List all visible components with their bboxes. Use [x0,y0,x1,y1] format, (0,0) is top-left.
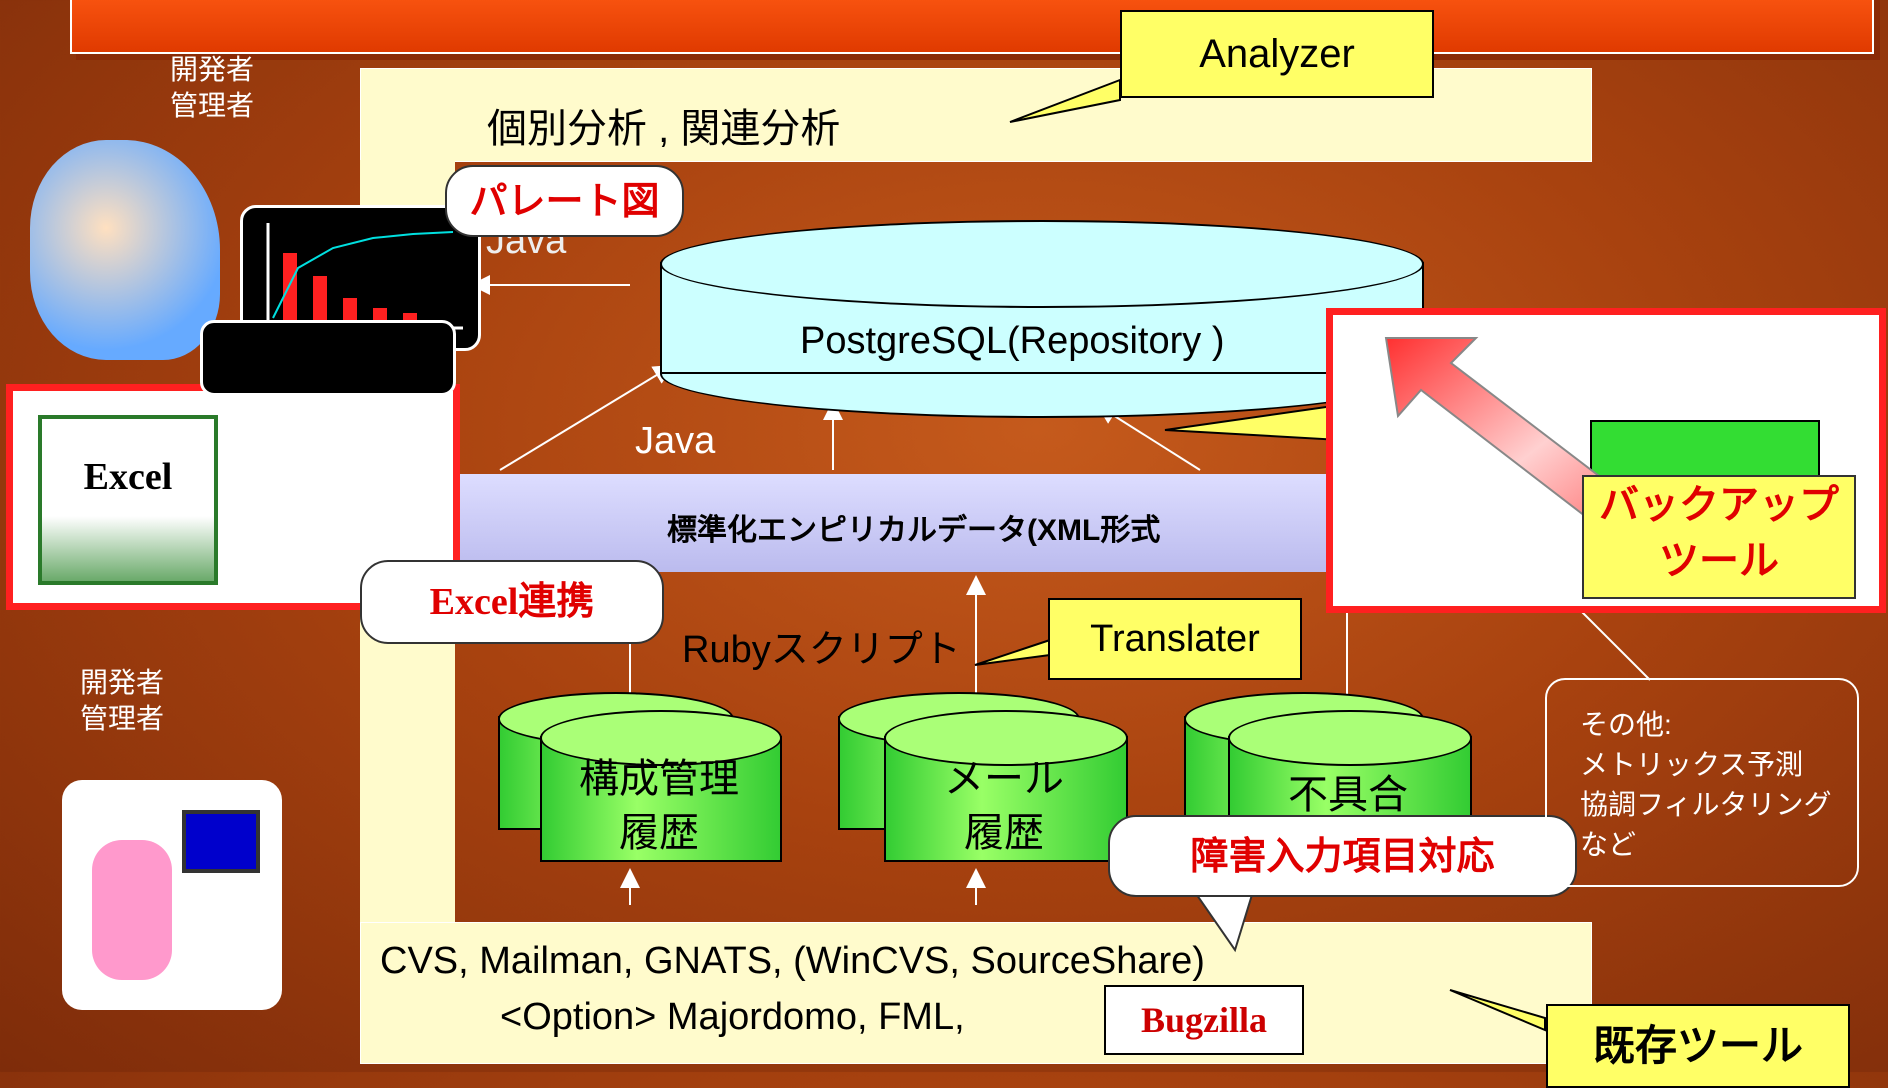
backup-tool-label: バックアップ ツール [1582,475,1856,599]
translater-callout: Translater [1048,598,1302,680]
excel-doc-icon [38,415,218,585]
existing-tools-panel [360,922,1592,1064]
xml-band-label: 標準化エンピリカルデータ(XML形式 [667,514,1161,547]
monitor-icon [182,810,260,873]
db1-label: 構成管理 履歴 [540,752,778,860]
developer-illustration [62,780,282,1010]
dev-top-line2: 管理者 [170,90,255,121]
repository-label: PostgreSQL(Repository ) [800,320,1225,362]
db2-label-line1: メール [944,757,1064,801]
existing-tools-callout: 既存ツール [1546,1004,1850,1088]
db2-label-line2: 履歴 [964,811,1044,855]
excel-label: Excel [83,456,173,498]
analyzer-callout: Analyzer [1120,10,1434,98]
developers-illustration [30,140,220,360]
dev-bottom-line2: 管理者 [80,703,165,734]
db1-label-line1: 構成管理 [579,757,739,801]
fault-fields-bubble: 障害入力項目対応 [1108,815,1577,897]
others-line4: など [1580,829,1637,860]
dev-top-line1: 開発者 [170,54,255,85]
db2-top [884,710,1128,766]
others-text: その他: メトリックス予測 協調フィルタリング など [1580,705,1831,865]
db1-label-line2: 履歴 [619,811,699,855]
dev-bottom-label: 開発者 管理者 [80,665,164,737]
others-line3: 協調フィルタリング [1580,789,1832,820]
db2-label: メール 履歴 [884,752,1124,860]
db3-top [1228,710,1472,766]
repository-top [660,220,1424,308]
java-mid-label: Java [635,420,716,462]
others-line1: その他: [1580,709,1672,740]
others-box [1545,678,1859,887]
person-shape [92,840,172,980]
ruby-label: Rubyスクリプト [682,629,961,671]
xml-band [455,474,1335,572]
dev-top-label: 開発者 管理者 [170,52,254,124]
tools-line1: CVS, Mailman, GNATS, (WinCVS, SourceShar… [380,940,1205,982]
tools-line2: <Option> Majordomo, FML, [500,996,965,1038]
analysis-label: 個別分析 , 関連分析 [487,107,841,151]
db3-label: 不具合 [1288,773,1408,817]
bugzilla-box: Bugzilla [1104,985,1304,1055]
backup-line1: バックアップ [1599,482,1839,528]
dev-bottom-line1: 開発者 [80,667,165,698]
others-line2: メトリックス予測 [1580,749,1804,780]
title-bar [70,0,1874,54]
backup-line2: ツール [1659,538,1779,584]
second-chart-icon [200,320,456,396]
excel-link-bubble: Excel連携 [360,560,664,644]
db1-top [540,710,782,766]
pareto-bubble: パレート図 [445,165,684,237]
